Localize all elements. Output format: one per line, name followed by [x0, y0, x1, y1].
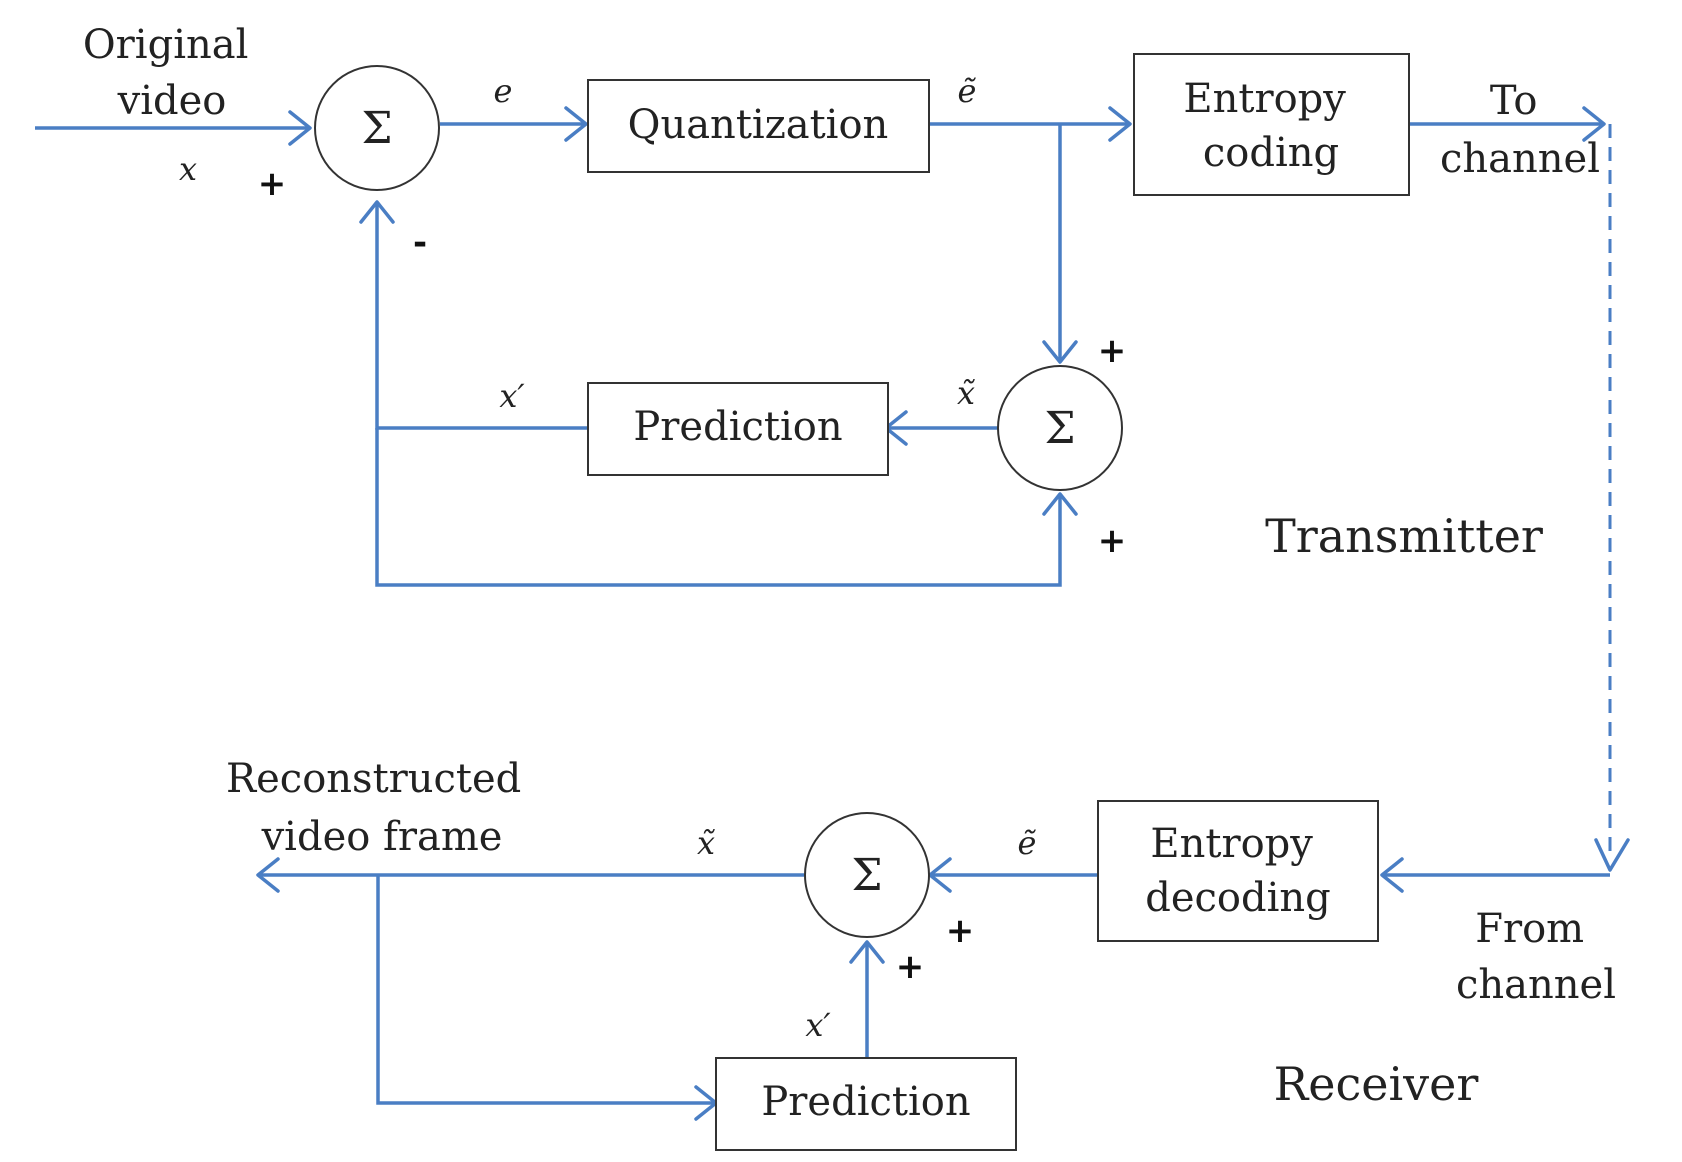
sum2-bottom-plus-sign: +: [1098, 521, 1127, 561]
entropy-decoding-line-2: decoding: [1145, 875, 1331, 921]
arrowhead-sum2-top: [1042, 340, 1078, 364]
receiver-title: Receiver: [1274, 1057, 1479, 1111]
from-channel-label: From channel: [1456, 906, 1616, 1008]
entropy-decoding-label: Entropy decoding: [1145, 821, 1331, 921]
wire-prediction-feedback: [375, 204, 588, 430]
signal-e-tilde-rx: ẽ: [1018, 824, 1037, 862]
quantization-label: Quantization: [628, 102, 889, 148]
signal-x-prime-tx: x′: [499, 377, 525, 415]
entropy-coding-line-2: coding: [1203, 130, 1339, 176]
arrowhead-sum3-bottom: [849, 940, 885, 964]
arrowhead-to-channel: [1582, 106, 1606, 142]
original-video-line-1: Original: [83, 22, 249, 68]
sum1-minus-sign: -: [413, 223, 427, 263]
reconstructed-line-2: video frame: [261, 814, 503, 860]
from-channel-line-1: From: [1475, 906, 1584, 952]
prediction-encoder-label: Prediction: [633, 404, 842, 450]
sum3-right-plus-sign: +: [946, 911, 975, 951]
sum2-top-plus-sign: +: [1098, 331, 1127, 371]
signal-x-prime-rx: x′: [805, 1006, 831, 1044]
arrowhead-output: [256, 857, 280, 893]
signal-x-tilde-rx: x̃: [697, 824, 716, 862]
entropy-decoding-line-1: Entropy: [1150, 821, 1313, 867]
arrowhead-entropy-coding-input: [1108, 106, 1132, 142]
summing-node-decoder-symbol: Σ: [851, 850, 882, 901]
transmitter-wires: [35, 106, 1606, 587]
to-channel-line-1: To: [1490, 78, 1538, 124]
arrowhead-entropy-decoding-input: [1380, 857, 1404, 893]
signal-e-tilde-tx: ẽ: [958, 72, 977, 110]
transmitter-title: Transmitter: [1265, 509, 1543, 563]
summing-node-reconstruction-symbol: Σ: [1044, 403, 1075, 454]
arrowhead-quantization-input: [564, 106, 588, 142]
entropy-coding-label: Entropy coding: [1183, 76, 1358, 176]
to-channel-label: To channel: [1440, 78, 1600, 182]
signal-x-tilde-tx: x̃: [957, 374, 976, 412]
sum3-bottom-plus-sign: +: [896, 947, 925, 987]
original-video-line-2: video: [117, 78, 227, 124]
reconstructed-video-label: Reconstructed video frame: [226, 756, 534, 860]
prediction-decoder-label: Prediction: [761, 1079, 970, 1125]
sum1-plus-sign: +: [258, 164, 287, 204]
signal-e: e: [494, 72, 513, 110]
from-channel-line-2: channel: [1456, 962, 1616, 1008]
receiver-wires: [256, 857, 1610, 1121]
summing-node-decoder: [804, 812, 930, 938]
entropy-coding-line-1: Entropy: [1183, 76, 1346, 122]
summing-node-encoder: [314, 65, 440, 191]
summing-node-encoder-symbol: Σ: [361, 103, 392, 154]
summing-node-reconstruction: [997, 365, 1123, 491]
arrowhead-sum1-bottom: [359, 200, 395, 224]
signal-x: x: [179, 150, 197, 188]
wire-output-to-prediction: [376, 875, 714, 1105]
prediction-block-decoder: [715, 1057, 1017, 1151]
original-video-label: Original video: [83, 22, 261, 124]
arrowhead-channel-down: [1594, 838, 1630, 872]
arrowhead-sum2-bottom: [1042, 492, 1078, 516]
to-channel-line-2: channel: [1440, 136, 1600, 182]
quantization-block: [587, 79, 930, 173]
entropy-decoding-block: [1097, 800, 1379, 942]
reconstructed-line-1: Reconstructed: [226, 756, 521, 802]
prediction-block-encoder: [587, 382, 889, 476]
arrowhead-sum1-input: [288, 110, 312, 146]
wire-loop-to-sum2-bottom: [375, 428, 1062, 587]
entropy-coding-block: [1133, 53, 1410, 196]
